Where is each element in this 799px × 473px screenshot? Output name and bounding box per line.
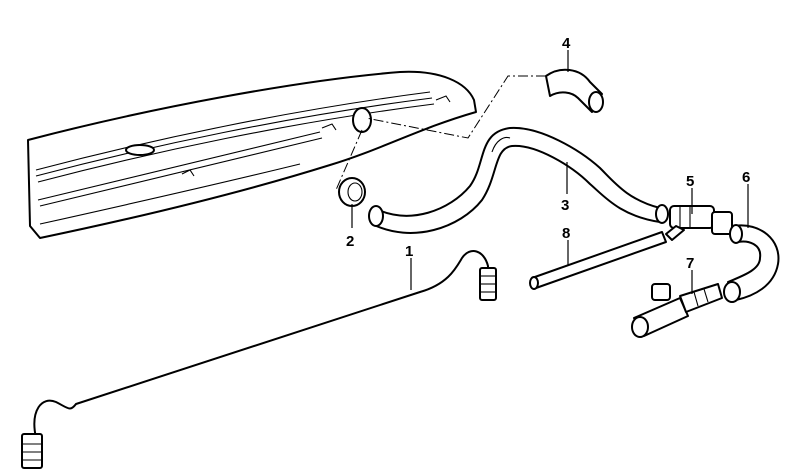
assembly-line-4 (365, 75, 546, 139)
breather-hose-part-3 (368, 126, 669, 234)
filler-cap-icon (125, 144, 155, 156)
t-connector-part-5 (665, 205, 733, 241)
callout-6: 6 (742, 169, 750, 186)
callout-3: 3 (561, 197, 569, 214)
leader-lines (351, 50, 749, 294)
callout-8: 8 (562, 225, 570, 242)
curved-hose-part-6 (723, 224, 780, 303)
tube-part-8 (529, 231, 667, 290)
callout-4: 4 (562, 35, 571, 52)
callout-1: 1 (405, 243, 413, 260)
valve-part-7 (631, 283, 723, 338)
valve-cover (27, 70, 477, 239)
callout-7: 7 (686, 255, 694, 272)
callout-5: 5 (686, 173, 694, 190)
assembly-line-2 (335, 129, 363, 191)
elbow-hose-part-4 (545, 68, 604, 113)
vent-line-part-1 (21, 250, 497, 469)
breather-port (352, 107, 372, 133)
clamp-part-2 (338, 177, 366, 207)
callout-2: 2 (346, 233, 354, 250)
